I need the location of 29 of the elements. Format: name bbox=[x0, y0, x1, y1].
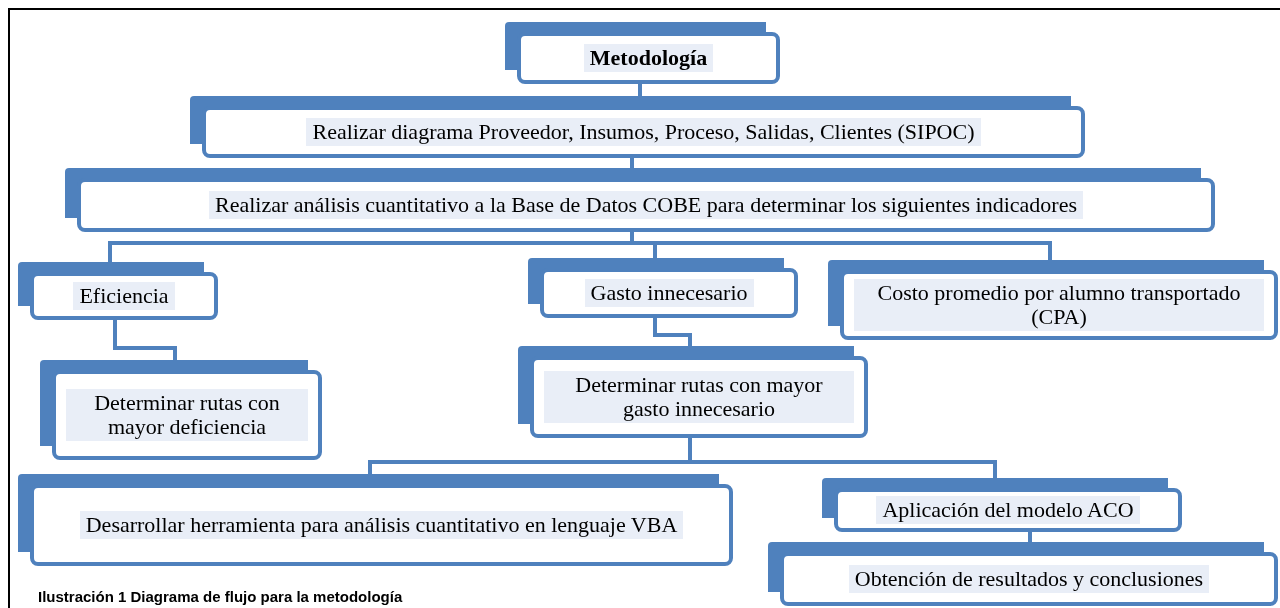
box-label: Aplicación del modelo ACO bbox=[876, 495, 1140, 525]
box-label: Eficiencia bbox=[73, 281, 175, 311]
box-label: Obtención de resultados y conclusiones bbox=[848, 564, 1210, 594]
box-label: Desarrollar herramienta para análisis cuantitativo en lenguaje VBA bbox=[79, 510, 684, 540]
process-box bbox=[828, 260, 1278, 340]
box-label: Determinar rutas con mayor deficiencia bbox=[66, 388, 308, 442]
process-box bbox=[822, 478, 1182, 532]
box-label: Metodología bbox=[583, 43, 714, 73]
process-box bbox=[518, 346, 868, 438]
connector-line bbox=[630, 158, 634, 168]
connector-line bbox=[653, 318, 692, 346]
connector-line bbox=[630, 232, 1052, 260]
connector-line bbox=[1028, 532, 1032, 542]
process-box bbox=[505, 22, 780, 84]
process-box bbox=[18, 474, 733, 566]
box-label: Realizar análisis cuantitativo a la Base de Datos COBE para determinar los siguientes indicadores bbox=[209, 190, 1083, 220]
box-label: Gasto innecesario bbox=[584, 278, 754, 308]
process-box bbox=[528, 258, 798, 318]
figure-caption: Ilustración 1 Diagrama de flujo para la metodología bbox=[38, 588, 403, 605]
process-box bbox=[768, 542, 1278, 606]
process-box bbox=[190, 96, 1085, 158]
box-label: Determinar rutas con mayor gasto innecesario bbox=[544, 370, 854, 424]
connector-line bbox=[113, 320, 177, 360]
process-box bbox=[18, 262, 218, 320]
process-box bbox=[65, 168, 1215, 232]
box-label: Realizar diagrama Proveedor, Insumos, Proceso, Salidas, Clientes (SIPOC) bbox=[306, 117, 981, 147]
connector-line bbox=[638, 84, 642, 96]
process-box bbox=[40, 360, 322, 460]
box-label: Costo promedio por alumno transportado (CPA) bbox=[854, 278, 1264, 332]
